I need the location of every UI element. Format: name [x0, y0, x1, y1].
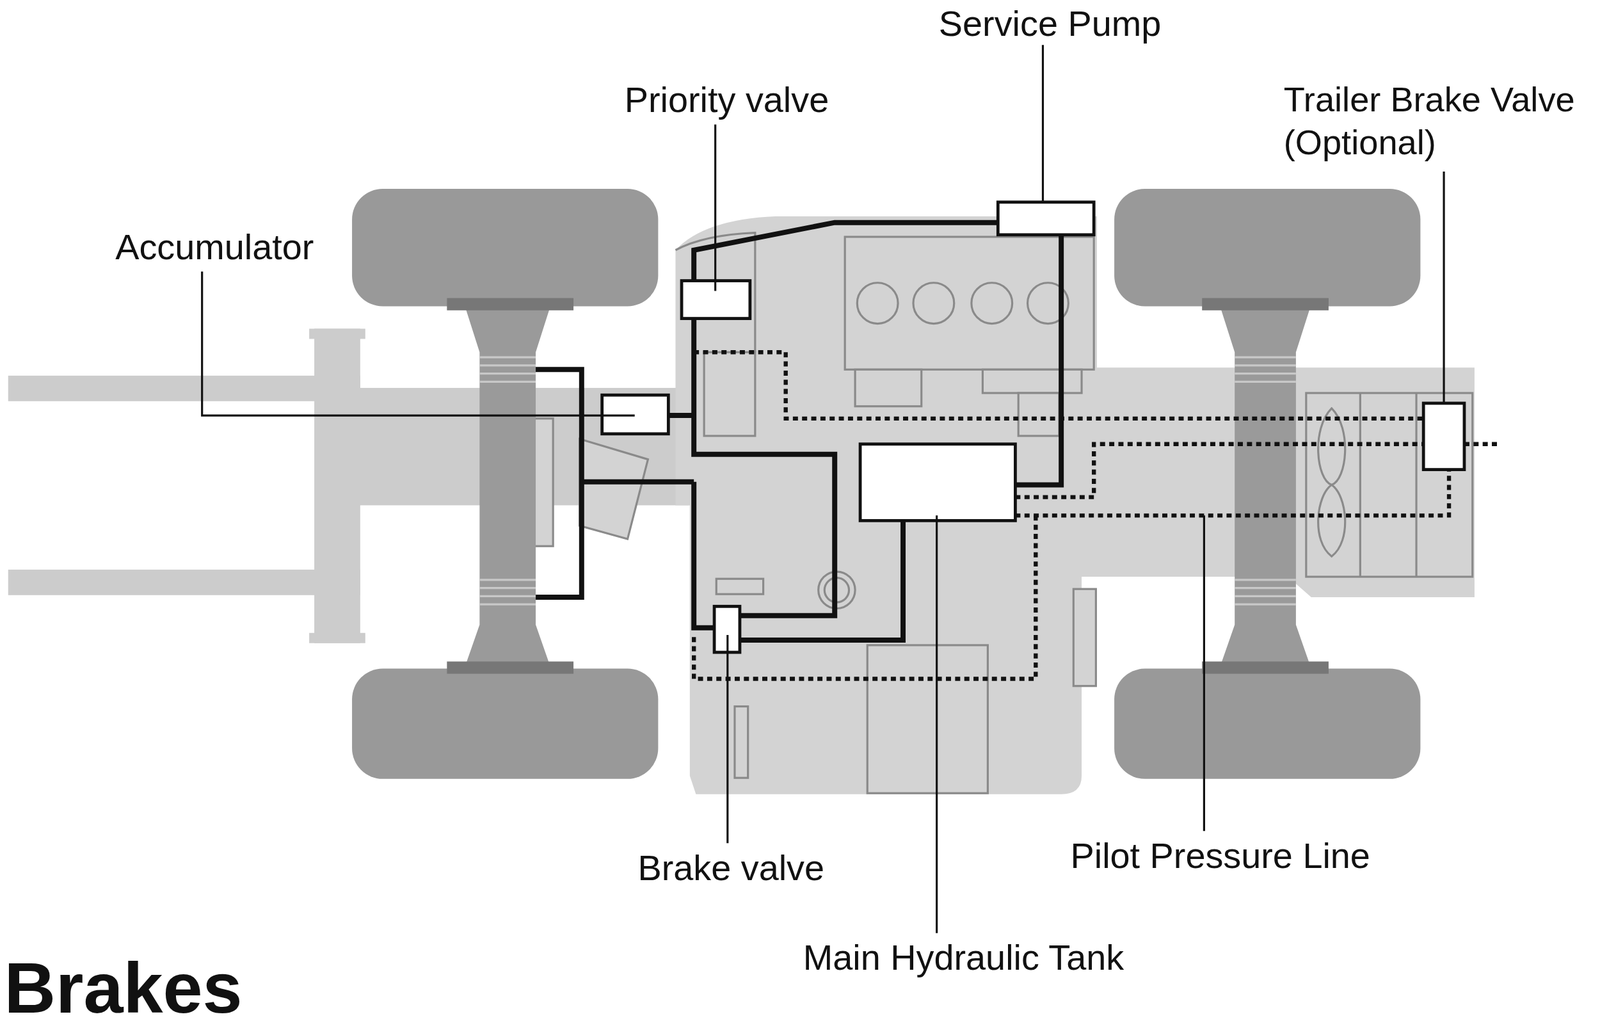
forks	[8, 328, 689, 644]
wheels	[446, 298, 574, 311]
leader-lines	[1203, 515, 1206, 831]
chassis-body	[1018, 392, 1060, 436]
hydraulic-lines	[668, 412, 694, 418]
chassis-body	[1415, 392, 1417, 577]
hydraulic-lines	[693, 222, 998, 281]
leader-lines	[202, 271, 635, 416]
axle-ribs	[1234, 603, 1296, 606]
wheels	[1114, 188, 1421, 306]
axle-ribs	[479, 603, 536, 606]
chassis-body	[716, 578, 763, 594]
wheels	[1201, 661, 1329, 674]
wheels	[352, 668, 658, 779]
axle-ribs	[479, 586, 536, 589]
pilot-lines	[693, 515, 1036, 679]
pilot-lines	[693, 352, 1498, 679]
chassis-body	[1318, 408, 1346, 557]
axle-ribs	[1234, 595, 1296, 598]
chassis-body	[856, 282, 898, 324]
forks	[309, 632, 366, 644]
wheels	[1114, 668, 1421, 779]
pilot-lines	[1015, 469, 1449, 516]
hydraulic-lines	[1015, 234, 1062, 486]
axle-ribs	[1234, 586, 1296, 589]
chassis-body	[1359, 392, 1362, 577]
part-label: Brake valve	[638, 846, 825, 889]
component-boxes	[1423, 403, 1465, 470]
chassis-body	[855, 369, 922, 406]
axle-ribs	[479, 578, 536, 581]
axle-ribs	[479, 372, 536, 375]
chassis-body	[913, 282, 955, 324]
axle-ribs	[479, 364, 536, 367]
chassis-body	[982, 369, 1082, 393]
leader-lines	[726, 634, 729, 843]
leader-lines	[714, 124, 717, 292]
component-boxes	[997, 202, 1094, 235]
forks	[309, 328, 366, 340]
axle-ribs	[1234, 578, 1296, 581]
wheels	[446, 661, 574, 674]
part-label: Accumulator	[115, 225, 314, 269]
hydraulic-lines	[581, 479, 694, 485]
axle-ribs	[1234, 380, 1296, 383]
hydraulic-lines	[739, 520, 904, 640]
leader-lines	[202, 44, 1444, 933]
axle-ribs	[1234, 356, 1296, 359]
axles	[464, 304, 1311, 669]
part-label: Service Pump	[938, 1, 1161, 45]
axle-ribs	[1234, 372, 1296, 375]
hydraulic-lines	[535, 222, 1062, 640]
chassis-body	[971, 282, 1013, 324]
axle-ribs	[479, 356, 536, 359]
component-boxes	[602, 202, 1465, 653]
forks	[314, 328, 361, 644]
part-label: Trailer Brake Valve (Optional)	[1283, 77, 1590, 164]
chassis-body	[579, 439, 649, 539]
chassis-body	[867, 645, 988, 793]
leader-lines	[1041, 44, 1044, 203]
diagram-title: Brakes	[3, 949, 242, 1028]
part-label: Pilot Pressure Line	[1070, 833, 1371, 877]
hydraulic-lines	[535, 369, 582, 598]
chassis-body	[844, 236, 1094, 370]
chassis-body	[734, 706, 749, 779]
chassis-body	[704, 352, 756, 436]
leader-lines	[935, 515, 938, 933]
hydraulic-lines	[693, 318, 835, 616]
hydraulic-lines	[693, 481, 715, 628]
axles	[464, 304, 552, 669]
axle-ribs	[479, 595, 536, 598]
axle-ribs	[479, 357, 1296, 605]
wheels	[352, 188, 1421, 779]
axle-ribs	[479, 380, 536, 383]
forks	[8, 569, 361, 596]
pilot-lines	[1464, 442, 1499, 447]
part-label: Priority valve	[624, 78, 829, 122]
part-label: Main Hydraulic Tank	[803, 935, 1124, 979]
axle-ribs	[1234, 364, 1296, 367]
wheels	[1201, 298, 1329, 311]
wheels	[352, 188, 658, 306]
axles	[1219, 304, 1311, 669]
forks	[8, 375, 361, 402]
component-boxes	[860, 444, 1016, 521]
chassis-body	[1073, 588, 1096, 687]
leader-lines	[1442, 171, 1445, 404]
pilot-lines	[1015, 444, 1424, 498]
